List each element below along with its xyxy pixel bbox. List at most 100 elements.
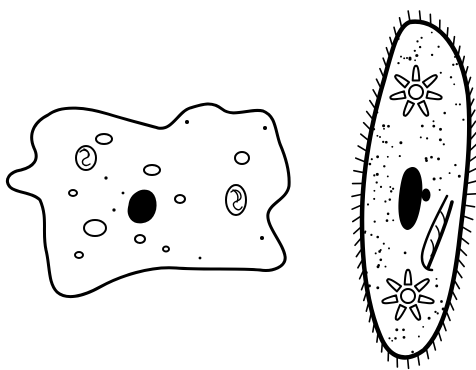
cytoplasm-dot — [431, 54, 433, 56]
vacuole-canal — [418, 101, 428, 116]
cytoplasm-dot — [449, 172, 451, 174]
cytoplasm-dot — [378, 250, 381, 253]
cytoplasm-dot — [365, 275, 367, 277]
cytoplasm-dot — [404, 252, 407, 255]
cytoplasm-dot — [387, 156, 389, 158]
cytoplasm-dot — [374, 221, 376, 223]
paramecium-micronucleus — [422, 189, 431, 202]
cytoplasm-dot — [439, 128, 442, 131]
cytoplasm-dot — [454, 56, 456, 58]
cytoplasm-dot — [432, 125, 435, 128]
cytoplasm-dot — [399, 141, 402, 144]
cytoplasm-dot — [434, 311, 436, 313]
cytoplasm-dot — [455, 103, 457, 105]
cytoplasm-dot — [397, 62, 399, 64]
cytoplasm-dot — [376, 236, 379, 239]
cytoplasm-dot — [370, 234, 372, 236]
cytoplasm-dot — [384, 200, 386, 202]
cytoplasm-dot — [439, 138, 442, 141]
cytoplasm-dot — [437, 312, 439, 314]
cytoplasm-dot — [403, 336, 406, 339]
cytoplasm-dot — [382, 141, 384, 143]
cytoplasm-dot — [365, 271, 368, 274]
vacuole-canal — [413, 66, 420, 81]
cytoplasm-dot — [435, 284, 438, 287]
cytoplasm-dot — [436, 278, 438, 280]
amoeba-vacuole — [96, 134, 112, 144]
cytoplasm-dot — [430, 156, 433, 159]
cytoplasm-dot — [376, 181, 378, 183]
cytoplasm-dot — [388, 247, 390, 249]
cytoplasm-dot — [416, 54, 419, 57]
vacuole-canal — [410, 305, 420, 320]
cytoplasm-dot — [452, 64, 454, 66]
cytoplasm-dot — [376, 173, 379, 176]
cytoplasm-dot — [392, 219, 394, 221]
cytoplasm-dot — [402, 328, 405, 331]
cytoplasm-dot — [403, 57, 405, 59]
cytoplasm-dot — [376, 108, 378, 110]
amoeba-vacuole — [84, 220, 106, 236]
vacuole-center — [409, 85, 423, 99]
contractile-vacuole-bottom — [382, 270, 433, 320]
cytoplasm-dot — [385, 266, 387, 268]
cytoplasm-dot — [419, 46, 421, 48]
cytoplasm-dot — [414, 50, 416, 52]
cytoplasm-dot — [383, 243, 385, 245]
amoeba-food-vacuole-left — [76, 146, 96, 170]
cytoplasm-dot — [437, 46, 439, 48]
cytoplasm-dot — [440, 72, 442, 74]
cytoplasm-dot — [458, 175, 461, 178]
vacuole-canal — [423, 75, 437, 87]
cytoplasm-dot — [416, 40, 418, 42]
cytoplasm-dot — [454, 164, 456, 166]
cytoplasm-dot — [400, 56, 402, 58]
cytoplasm-dot — [414, 59, 416, 61]
cytoplasm-dot — [383, 165, 385, 167]
cytoplasm-dot — [366, 284, 368, 286]
vacuole-canal — [390, 91, 405, 99]
cytoplasm-dot — [364, 175, 367, 178]
cytoplasm-dot — [371, 158, 373, 160]
cytoplasm-dot — [456, 63, 458, 65]
cytoplasm-dot — [430, 339, 432, 341]
cytoplasm-dot — [373, 128, 375, 130]
cytoplasm-dot — [367, 203, 369, 205]
cytoplasm-dot — [433, 120, 435, 122]
cytoplasm-dot — [425, 157, 428, 160]
cytoplasm-dot — [389, 186, 391, 188]
cytoplasm-dot — [383, 128, 385, 130]
cytoplasm-dot — [443, 143, 445, 145]
cytoplasm-dot — [453, 83, 455, 85]
cytoplasm-dot — [385, 141, 388, 144]
amoeba-vacuole — [175, 195, 185, 203]
cytoplasm-dot — [396, 38, 398, 40]
cytoplasm-dot — [439, 177, 441, 179]
amoeba-nucleus — [128, 190, 156, 223]
vacuole-canal — [427, 91, 442, 99]
cytoplasm-dot — [377, 264, 380, 267]
cytoplasm-dot — [376, 155, 379, 158]
vacuole-canal — [405, 270, 412, 285]
vacuole-canal — [419, 295, 434, 303]
cytoplasm-dot — [388, 337, 390, 339]
cytoplasm-dot — [426, 137, 428, 139]
cytoplasm-dot — [375, 252, 377, 254]
amoeba — [7, 104, 289, 297]
cytoplasm-dot — [379, 136, 381, 138]
cytoplasm-dot — [464, 174, 466, 176]
cytoplasm-dot — [379, 258, 382, 261]
cytoplasm-dot — [387, 175, 389, 177]
cytoplasm-dot — [406, 57, 408, 59]
vacuole-canal — [404, 101, 414, 116]
amoeba-vacuole — [235, 152, 249, 164]
cytoplasm-dot — [380, 186, 382, 188]
cytoplasm-dot — [442, 308, 445, 311]
vacuole-canal — [382, 295, 397, 303]
cytoplasm-dot — [387, 213, 390, 216]
cytoplasm-dot — [373, 198, 375, 200]
amoeba-food-vacuole-right — [226, 185, 246, 215]
cytoplasm-dot — [373, 174, 375, 176]
